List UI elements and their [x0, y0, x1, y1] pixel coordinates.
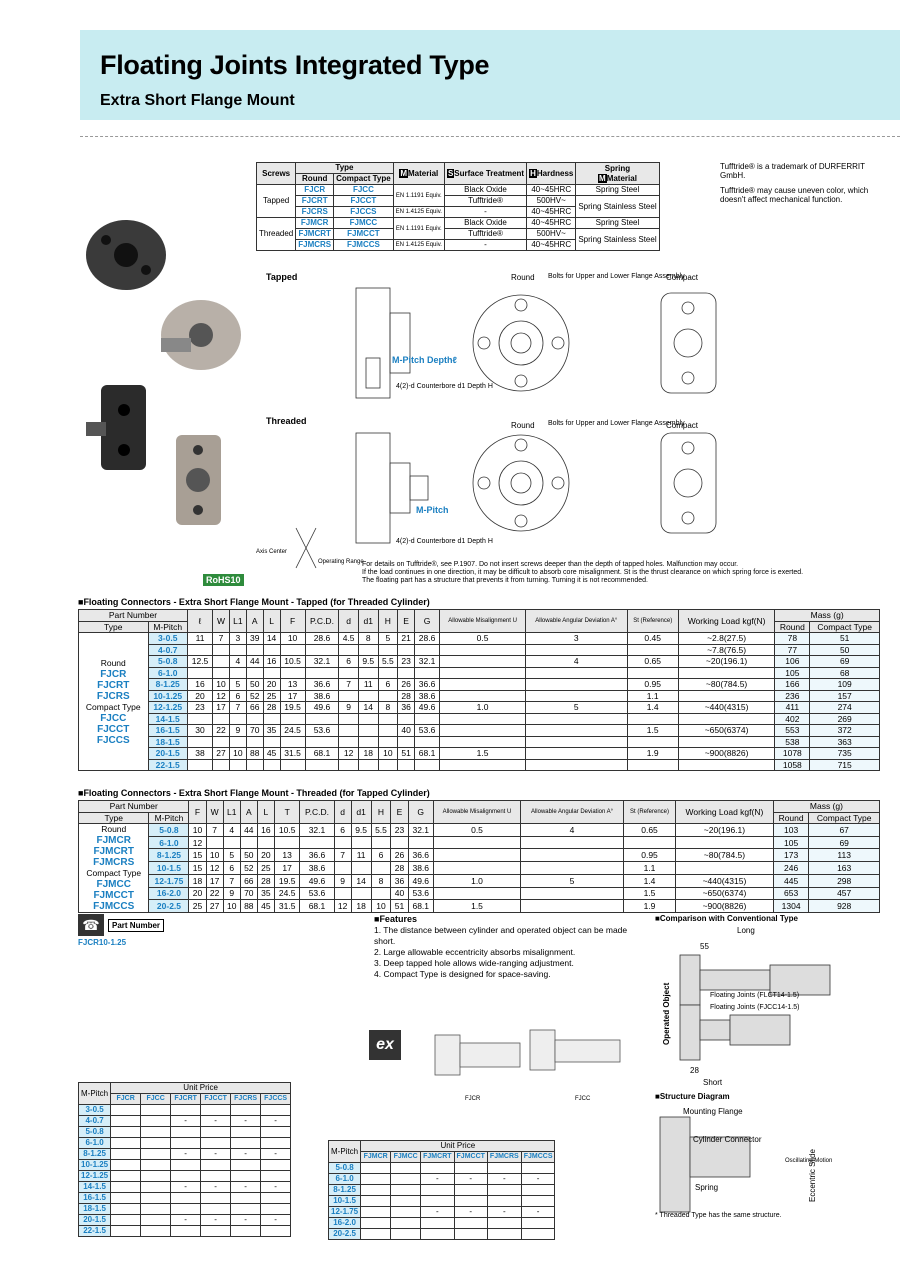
- label-osc: Oscillating Motion: [785, 1158, 832, 1164]
- threaded-table-title: ■Floating Connectors - Extra Short Flang…: [78, 788, 430, 798]
- page-subtitle: Extra Short Flange Mount: [100, 92, 295, 109]
- spec-table: Screws Type MMaterial SSurface Treatment…: [255, 162, 660, 251]
- title-banner: Floating Joints Integrated Type Extra Sh…: [80, 30, 900, 120]
- comparison-diagram: Long 55 28 Short Floating Joints (FLCT14…: [662, 926, 831, 1087]
- label-counterbore-2: 4(2)-d Counterbore d1 Depth H: [396, 538, 493, 545]
- label-mpitch-depth: M-Pitch Depthℓ: [392, 355, 457, 365]
- price-row: 20-1.5----: [77, 1214, 292, 1226]
- label-long: Long: [737, 926, 755, 935]
- label-structure-note: * Threaded Type has the same structure.: [655, 1212, 782, 1219]
- label-new: Floating Joints (FJCC14-1.5): [710, 1004, 799, 1011]
- label-55: 55: [700, 942, 709, 951]
- label-spring: Spring: [695, 1183, 718, 1192]
- price-row: 14-1.5----: [77, 1181, 292, 1193]
- price-row: 16-1.5: [77, 1192, 292, 1204]
- label-bolts: Bolts for Upper and Lower Flange Assembl…: [548, 273, 685, 280]
- threaded-table: Part Number F W L1 A L T P.C.D. d d1 H E…: [77, 800, 881, 913]
- comparison: ■Comparison with Conventional Type: [655, 914, 798, 923]
- rohs-badge: RoHS10: [203, 574, 244, 586]
- label-tapped: Tapped: [266, 272, 297, 282]
- label-round-tapped: Round: [511, 273, 535, 282]
- label-compact-tapped: Compact: [666, 273, 699, 282]
- label-bolts-2: Bolts for Upper and Lower Flange Assembl…: [548, 420, 685, 427]
- ex-fjcr: FJCR: [465, 1096, 481, 1102]
- label-compact-threaded: Compact: [666, 421, 699, 430]
- part-number-box: ☎ Part Number FJCR10-1.25: [78, 914, 165, 947]
- price-row: 5-0.8: [327, 1162, 556, 1174]
- label-round-threaded: Round: [511, 421, 535, 430]
- price-row: 8-1.25: [327, 1184, 556, 1196]
- divider: [80, 136, 900, 137]
- price-row: 16-2.0: [327, 1217, 556, 1229]
- tufftride-notes: Tufftride® is a trademark of DURFERRIT G…: [720, 162, 869, 204]
- technical-drawings: Tapped Threaded Round Compact Round Comp…: [256, 272, 717, 569]
- label-operating-range: Operating Range: [318, 559, 364, 565]
- price-row: 10-1.5: [327, 1195, 556, 1207]
- price-row: 22-1.5: [77, 1225, 292, 1237]
- page-title: Floating Joints Integrated Type: [100, 50, 490, 80]
- tapped-table-title: ■Floating Connectors - Extra Short Flang…: [78, 597, 430, 607]
- price-row: 18-1.5: [77, 1203, 292, 1215]
- price-row: 6-1.0----: [327, 1173, 556, 1185]
- structure-diagram: Mounting Flange Cylinder Connector Sprin…: [655, 1107, 832, 1219]
- label-cyl: Cylinder Connector: [693, 1135, 762, 1144]
- structure-title: ■Structure Diagram: [655, 1092, 730, 1101]
- price-row: 5-0.8: [77, 1126, 292, 1138]
- price-row: 6-1.0: [77, 1137, 292, 1149]
- price-row: 12-1.75----: [327, 1206, 556, 1218]
- label-mounting: Mounting Flange: [683, 1107, 743, 1116]
- drawing-footnotes: For details on Tufftride®, see P.1907. D…: [362, 561, 804, 584]
- label-operated: Operated Object: [662, 982, 671, 1045]
- features: ■Features 1. The distance between cylind…: [374, 914, 628, 979]
- product-photos: [76, 160, 246, 590]
- price-row: 20-2.5: [327, 1228, 556, 1240]
- label-axis-center: Axis Center: [256, 549, 287, 555]
- label-mpitch: M-Pitch: [416, 505, 449, 515]
- price-row: 10-1.25: [77, 1159, 292, 1171]
- photo-compact-black: [101, 385, 146, 470]
- label-short: Short: [703, 1078, 723, 1087]
- price-row: 12-1.25: [77, 1170, 292, 1182]
- label-conv: Floating Joints (FLCT14-1.5): [710, 992, 799, 999]
- ex-illustration: FJCR FJCC: [434, 1029, 621, 1102]
- ex-badge: ex: [369, 1030, 401, 1060]
- label-28: 28: [690, 1066, 699, 1075]
- ex-fjcc: FJCC: [575, 1096, 591, 1102]
- label-counterbore: 4(2)-d Counterbore d1 Depth H: [396, 383, 493, 390]
- price-row: 3-0.5: [77, 1104, 292, 1116]
- phone-icon: ☎: [78, 914, 104, 936]
- label-ecc: Eccentric Slide: [808, 1149, 817, 1202]
- price-row: 4-0.7----: [77, 1115, 292, 1127]
- tapped-table: Part Number ℓ W L1 A L F P.C.D. d d1 H E…: [78, 609, 880, 771]
- price-row: 8-1.25----: [77, 1148, 292, 1160]
- label-threaded: Threaded: [266, 416, 307, 426]
